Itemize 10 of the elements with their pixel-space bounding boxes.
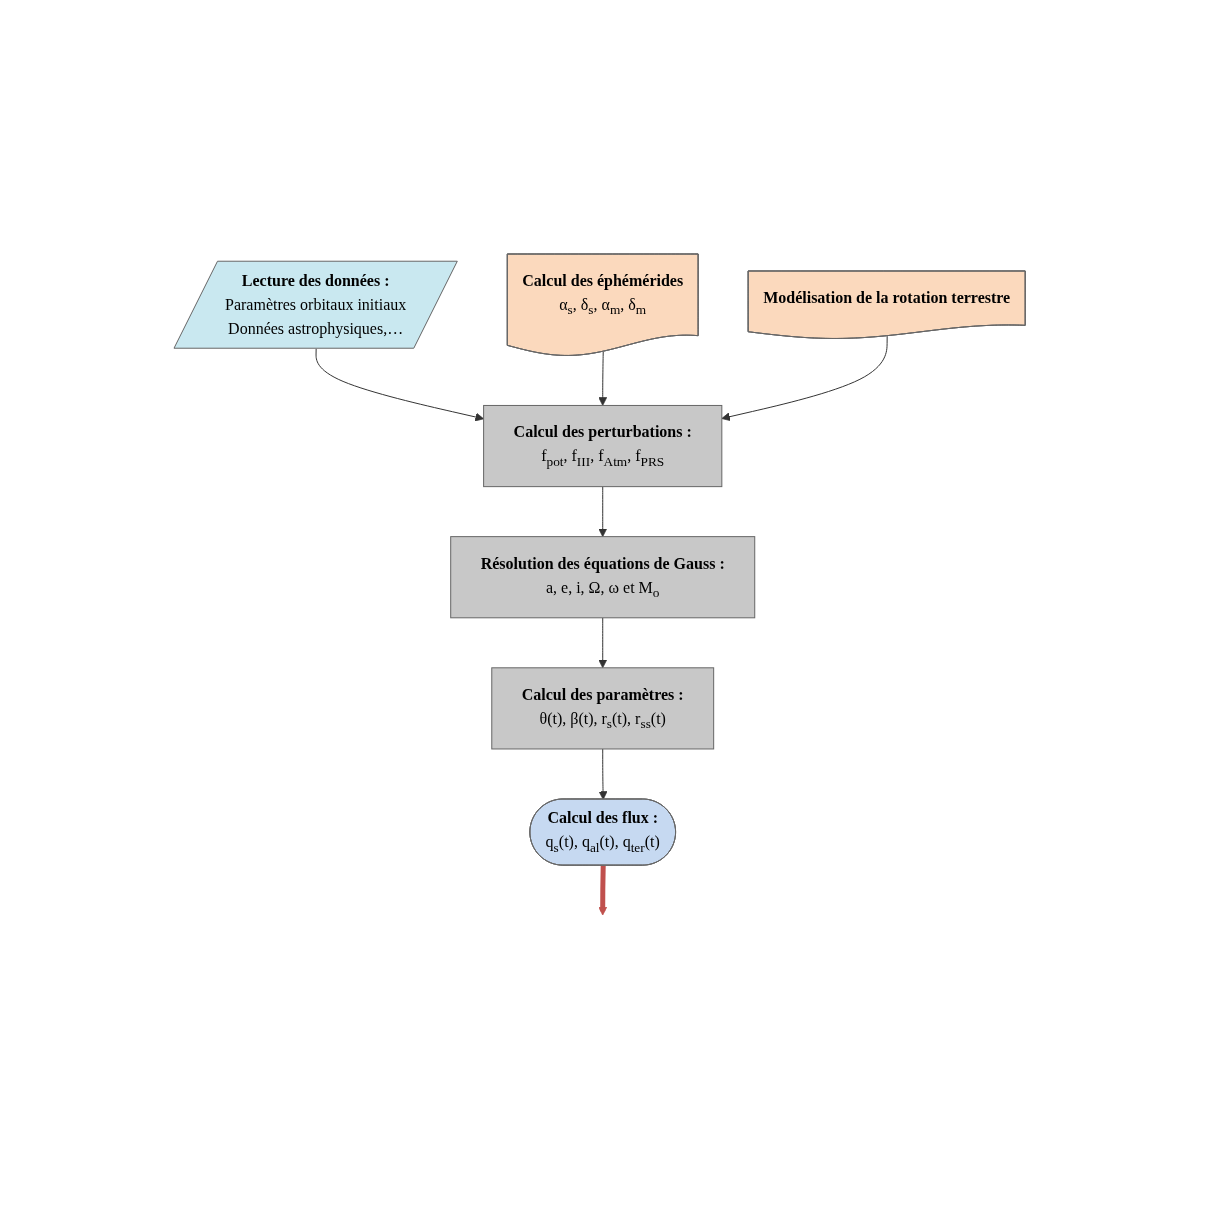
arrow — [598, 351, 608, 407]
arrow — [721, 336, 889, 422]
arrow — [315, 348, 485, 422]
arrow — [598, 617, 608, 669]
node-box: Résolution des équations de Gauss : a, e, i, Ω, ω et M$_{o}$ — [450, 536, 756, 619]
node-box: Calcul des paramètres : θ(t), β(t), r$_{s}$(t), r$_{ss}$(t) — [491, 667, 715, 750]
arrow — [598, 866, 608, 916]
arrow — [598, 486, 608, 538]
arrow — [599, 748, 608, 801]
node-box: Calcul des perturbations : f$_{pot}$, f$_{III}$, f$_{Atm}$, f$_{PRS}$ — [483, 405, 723, 488]
